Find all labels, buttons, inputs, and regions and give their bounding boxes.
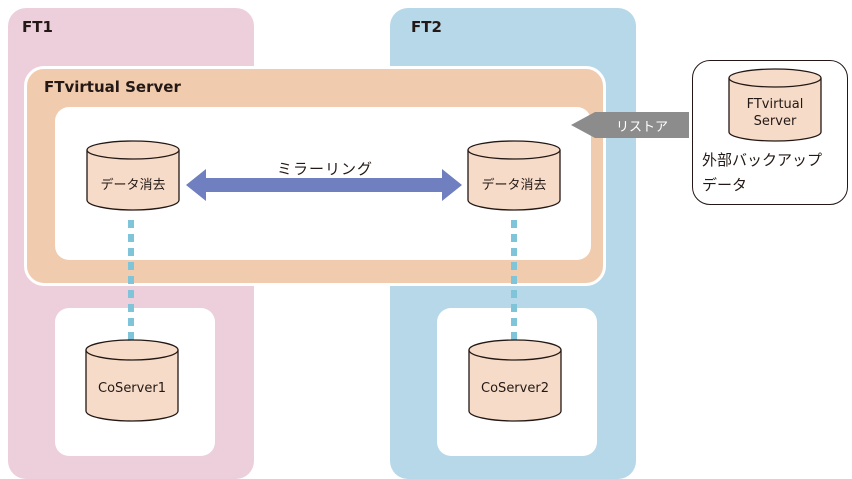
connector-left — [128, 220, 134, 340]
ft2-label: FT2 — [411, 18, 442, 36]
restore-arrow — [571, 112, 689, 138]
connector-right — [511, 220, 517, 340]
mirroring-label: ミラーリング — [276, 160, 373, 178]
external-backup-caption-line1: 外部バックアップ — [702, 151, 823, 169]
ftvirtual-server-label: FTvirtual Server — [44, 78, 181, 96]
mirroring-double-arrow — [186, 169, 462, 201]
data-erase-right-label: データ消去 — [481, 178, 547, 193]
coserver1-label: CoServer1 — [98, 381, 166, 396]
data-erase-right-cylinder — [467, 140, 561, 211]
external-backup-caption-line2: データ — [702, 176, 748, 194]
external-backup-cylinder-line2: Server — [753, 114, 797, 129]
coserver2-cylinder — [468, 339, 562, 422]
coserver1-cylinder — [85, 339, 179, 422]
coserver2-label: CoServer2 — [481, 381, 549, 396]
external-backup-cylinder-line1: FTvirtual — [746, 97, 804, 112]
ft1-label: FT1 — [22, 18, 53, 36]
restore-label: リストア — [615, 120, 668, 135]
external-backup-cylinder — [728, 68, 822, 142]
data-erase-left-label: データ消去 — [100, 178, 166, 193]
data-erase-left-cylinder — [86, 140, 180, 211]
